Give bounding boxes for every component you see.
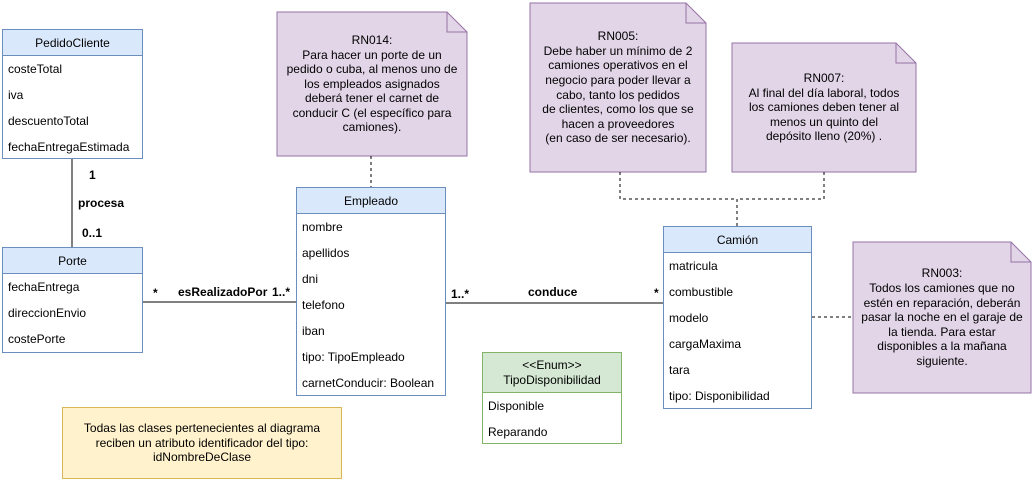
class-camion-title: Camión [664, 227, 811, 253]
enum-value: Reparando [488, 425, 548, 439]
note-line: pedido o cuba, al menos uno de [286, 62, 458, 77]
note-line: deberá tener el carnet de [304, 91, 440, 106]
note-line: conducir C (el específico para [292, 105, 452, 120]
note-line: la tienda. Para estar [888, 324, 996, 339]
note-rn003-fold [1010, 242, 1031, 263]
note-rn005-shape[interactable] [529, 2, 707, 173]
enum-tipo-disponibilidad[interactable]: <<Enum>> TipoDisponibilidad Disponible R… [482, 352, 622, 444]
class-attribute: dni [302, 272, 319, 286]
class-porte[interactable]: Porte fechaEntrega direccionEnvio costeP… [2, 247, 143, 353]
note-rn003-text: RN003: Todos los camiones que no estén e… [853, 242, 1031, 393]
note-line: depósito lleno (20%) . [765, 129, 883, 144]
class-attribute: matricula [669, 259, 718, 273]
note-line: Al final del día laboral, todos [748, 85, 900, 100]
class-attribute: tipo: Disponibilidad [669, 389, 770, 403]
class-attribute: modelo [669, 311, 709, 325]
association-esRealizadoPor-label: esRealizadoPor [178, 285, 268, 299]
class-camion[interactable]: Camión matricula combustible modelo carg… [663, 226, 812, 409]
note-line: RN007: [803, 71, 845, 86]
info-line: Todas las clases pertenecientes al diagr… [83, 421, 321, 436]
note-rn014-fold [446, 12, 467, 33]
multiplicity-esRealizadoPor-empleado: 1..* [272, 285, 291, 299]
class-attribute: costeTotal [8, 62, 63, 76]
class-attribute: fechaEntrega [8, 280, 80, 294]
note-rn007-shape[interactable] [731, 42, 917, 173]
class-porte-title: Porte [3, 248, 142, 274]
note-line: los empleados asignados [304, 76, 440, 91]
class-attribute: telefono [302, 298, 345, 312]
note-line: estén en reparación, deberán [863, 295, 1021, 310]
class-attribute: fechaEntregaEstimada [8, 140, 130, 154]
note-rn005-fold [685, 3, 706, 24]
note-line: RN005: [597, 29, 639, 44]
class-empleado-title: Empleado [297, 188, 445, 214]
multiplicity-esRealizadoPor-porte: * [153, 286, 158, 300]
enum-stereotype: <<Enum>> [522, 357, 582, 372]
enum-title: TipoDisponibilidad [503, 372, 601, 387]
info-line: idNombreDeClase [152, 450, 252, 465]
note-line: cabo, tanto los pedidos [556, 87, 680, 102]
note-line: de clientes, como los que se [542, 102, 694, 117]
enum-header: <<Enum>> TipoDisponibilidad [483, 353, 621, 393]
class-pedido-cliente-title: PedidoCliente [3, 30, 142, 56]
class-attribute: iban [302, 324, 325, 338]
note-line: (en caso de ser necesario). [545, 131, 691, 146]
note-line: RN003: [921, 266, 963, 281]
class-attribute: carnetConducir: Boolean [302, 376, 435, 390]
association-conduce-label: conduce [528, 285, 578, 299]
class-attribute: iva [8, 88, 24, 102]
multiplicity-procesa-porte: 0..1 [82, 226, 103, 240]
class-attribute: direccionEnvio [8, 306, 87, 320]
note-line: menos un quinto del [769, 114, 879, 129]
note-line: Para hacer un porte de un [302, 47, 442, 62]
note-line: hacen a proveedores [561, 116, 675, 131]
class-attribute: tipo: TipoEmpleado [302, 350, 405, 364]
class-attribute: apellidos [302, 246, 350, 260]
multiplicity-procesa-pedido: 1 [89, 168, 96, 182]
enum-value: Disponible [488, 399, 545, 413]
note-line: camiones operativos en el [548, 58, 688, 73]
association-procesa-label: procesa [78, 196, 125, 210]
note-rn007-fold [895, 43, 916, 64]
class-attribute: nombre [302, 220, 343, 234]
class-attribute: tara [669, 363, 690, 377]
class-empleado[interactable]: Empleado nombre apellidos dni telefono i… [296, 187, 446, 396]
note-rn014-shape[interactable] [276, 11, 468, 157]
note-rn014-text: RN014: Para hacer un porte de un pedido … [277, 12, 467, 156]
anchor-rn007-camion [737, 172, 825, 200]
multiplicity-conduce-empleado: 1..* [451, 287, 470, 301]
anchor-rn005-camion [619, 172, 738, 226]
note-line: siguiente. [916, 353, 968, 368]
note-line: disponibles a la mañana [877, 339, 1007, 354]
note-line: RN014: [351, 32, 393, 47]
note-rn007-text: RN007: Al final del día laboral, todos l… [732, 43, 916, 172]
note-line: los camiones deben tener al [748, 100, 900, 115]
note-rn003-shape[interactable] [852, 241, 1032, 394]
note-line: Todos los camiones que no [869, 281, 1015, 296]
note-line: camiones). [342, 120, 402, 135]
class-attribute: combustible [669, 285, 734, 299]
note-line: pasar la noche en el garaje de [861, 310, 1023, 325]
note-line: Debe haber un mínimo de 2 [543, 43, 693, 58]
class-pedido-cliente[interactable]: PedidoCliente costeTotal iva descuentoTo… [2, 29, 143, 159]
note-rn005-text: RN005: Debe haber un mínimo de 2 camione… [530, 3, 706, 172]
class-attribute: costePorte [8, 332, 66, 346]
info-line: reciben un atributo identificador del ti… [95, 435, 309, 450]
note-line: negocio para poder llevar a [545, 72, 691, 87]
info-note-identificador[interactable]: Todas las clases pertenecientes al diagr… [62, 407, 342, 479]
class-attribute: cargaMaxima [669, 337, 742, 351]
multiplicity-conduce-camion: * [654, 286, 659, 300]
class-attribute: descuentoTotal [8, 114, 89, 128]
